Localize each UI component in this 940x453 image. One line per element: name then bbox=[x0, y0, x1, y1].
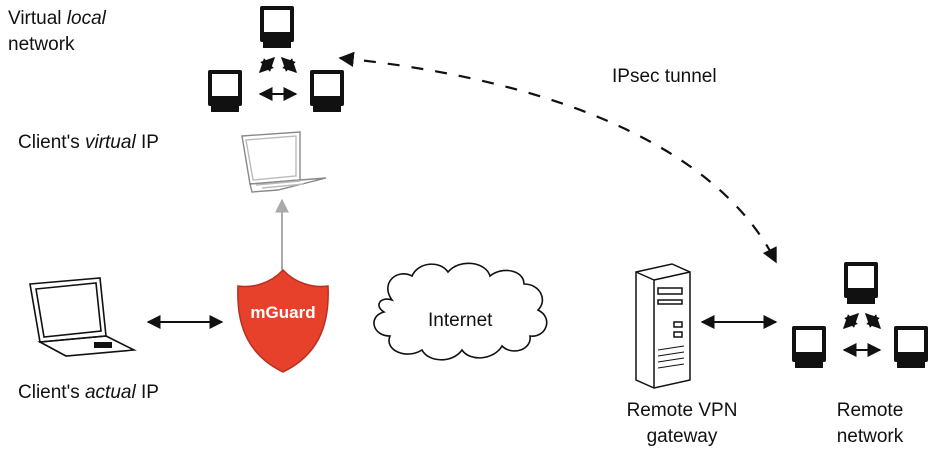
mguard-label: mGuard bbox=[250, 303, 315, 322]
client-virtual-ip-label: Client's virtual IP bbox=[18, 132, 159, 153]
internet-label: Internet bbox=[428, 310, 493, 331]
vpn-gateway-server-icon bbox=[635, 263, 691, 389]
virtual-network-cluster bbox=[208, 6, 344, 112]
remote-network-cluster bbox=[792, 262, 928, 368]
internet-cloud-icon bbox=[373, 262, 548, 361]
virtual-laptop-icon bbox=[241, 131, 327, 193]
ipsec-tunnel-label: IPsec tunnel bbox=[612, 66, 717, 87]
virtual-local-network-label: Virtual local network bbox=[8, 8, 106, 55]
mguard-shield: mGuard bbox=[237, 268, 329, 373]
actual-laptop-icon bbox=[29, 277, 137, 357]
client-actual-ip-label: Client's actual IP bbox=[18, 382, 159, 403]
ipsec-tunnel-arrow bbox=[338, 51, 777, 264]
remote-network-label: Remote network bbox=[836, 400, 904, 447]
remote-vpn-gateway-label: Remote VPN gateway bbox=[626, 400, 738, 447]
